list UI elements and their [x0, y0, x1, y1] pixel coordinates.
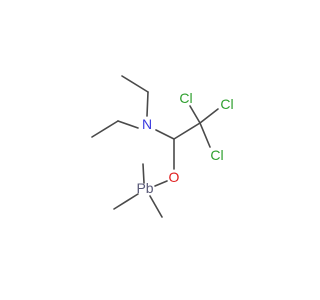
atom-Cl-right: Cl	[220, 96, 233, 112]
atom-Cl-top: Cl	[179, 90, 192, 106]
bond-pb-methyl-right	[149, 195, 163, 218]
bond-ethyl1-ch2-n	[146, 91, 149, 117]
atom-label-cl-right: Cl	[220, 96, 233, 112]
atom-O: O	[169, 169, 180, 185]
bond-ethyl1-ch3-ch2	[121, 75, 149, 93]
atom-label-o: O	[169, 169, 180, 185]
bond-ch-ccl3	[173, 122, 201, 140]
bond-ccl3-cl-top	[189, 105, 201, 124]
atom-label-pb: Pb	[136, 180, 153, 196]
bond-ccl3-cl-bottom	[199, 122, 211, 148]
bond-pb-methyl-top	[142, 163, 145, 184]
atom-label-n: N	[142, 116, 152, 132]
molecule-structure: N O Pb Cl Cl Cl	[91, 75, 234, 218]
bond-ethyl2-ch3-ch2	[91, 120, 119, 138]
bonds	[91, 75, 219, 218]
atom-label-cl-bottom: Cl	[210, 147, 223, 163]
bond-ethyl2-ch2-n	[117, 120, 139, 129]
bond-pb-methyl-left	[113, 193, 139, 210]
atom-Cl-bottom: Cl	[210, 147, 223, 163]
bond-o-pb	[154, 180, 168, 187]
atom-N: N	[142, 116, 152, 132]
bond-n-ch	[155, 129, 175, 140]
atom-label-cl-top: Cl	[179, 90, 192, 106]
bond-ccl3-cl-right	[199, 108, 219, 124]
atom-Pb: Pb	[136, 180, 153, 196]
